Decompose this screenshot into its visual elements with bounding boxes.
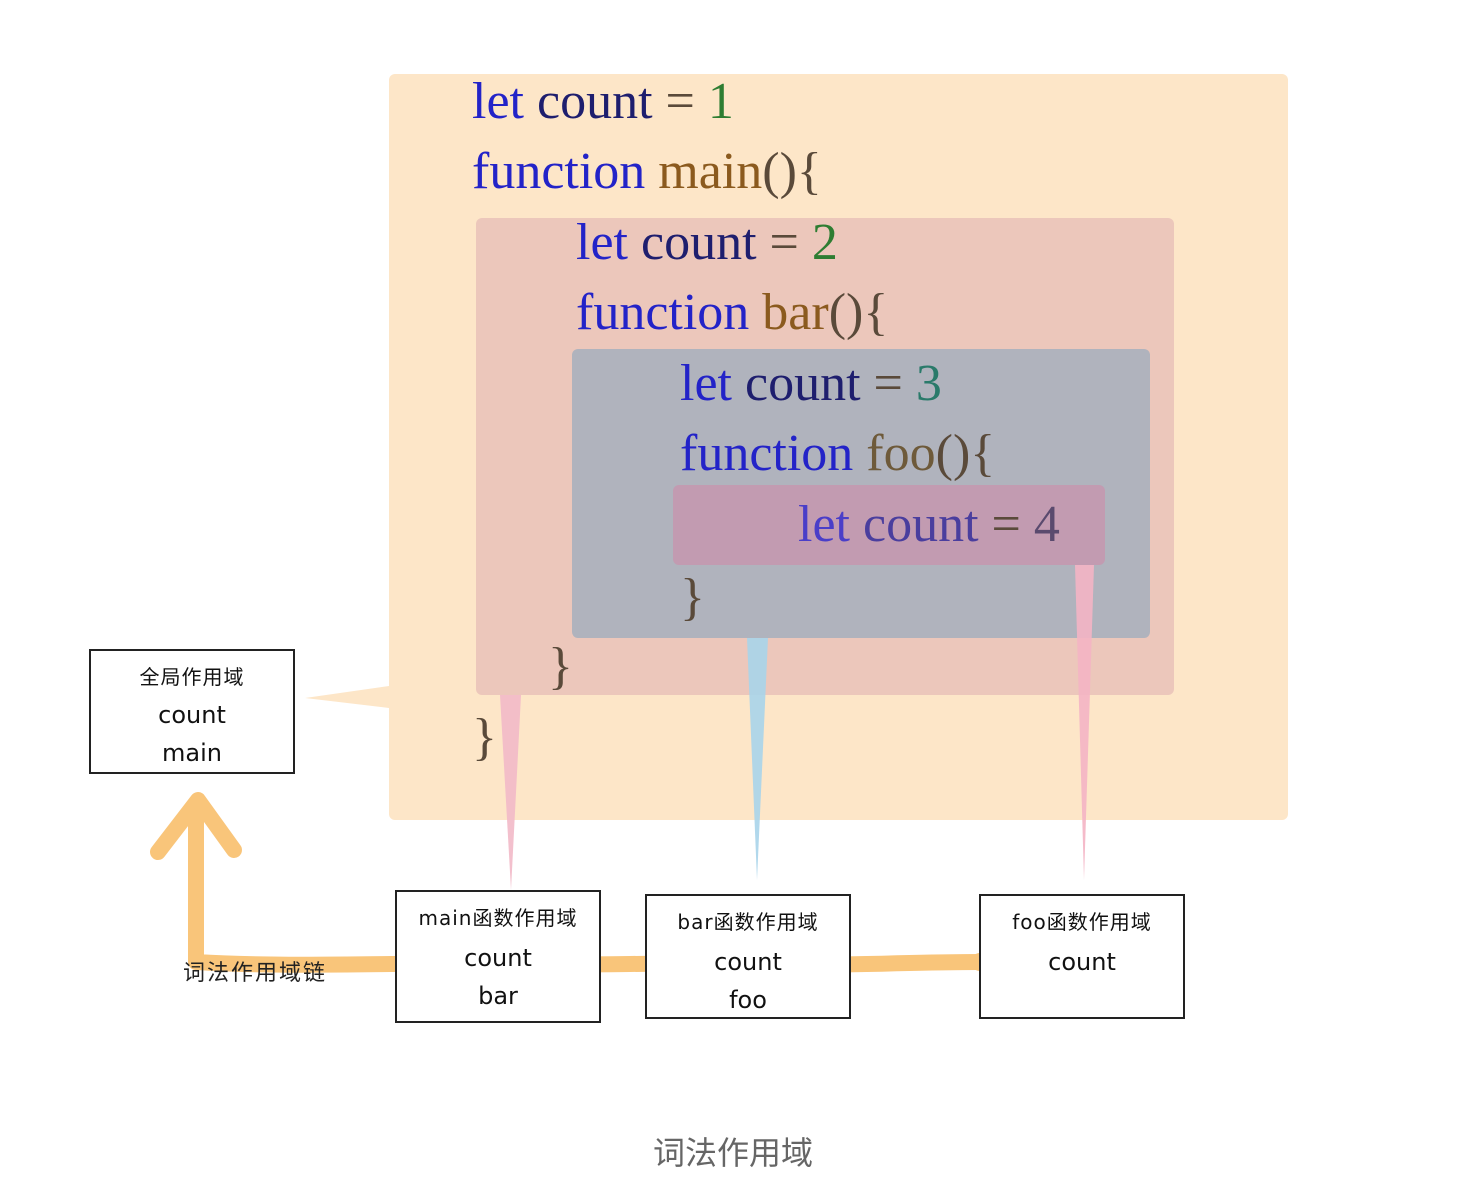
scope-chain-label: 词法作用域链: [183, 961, 328, 986]
code-close-foo: }: [680, 569, 705, 626]
code-line-4: function bar(){: [576, 284, 889, 341]
figure-caption: 词法作用域: [652, 1134, 813, 1172]
main-scope-pointer: [500, 695, 521, 890]
main-scope-var-bar: bar: [478, 982, 518, 1010]
bar-scope-pointer: [747, 638, 768, 880]
bar-scope-var-foo: foo: [729, 986, 767, 1014]
code-close-bar: }: [548, 638, 573, 695]
code-close-main: }: [472, 709, 497, 766]
code-line-2: function main(){: [472, 143, 822, 200]
code-line-1: let count = 1: [472, 73, 734, 130]
global-scope-var-count: count: [158, 701, 226, 729]
code-line-3: let count = 2: [576, 214, 838, 271]
main-scope-var-count: count: [464, 944, 532, 972]
foo-scope-pointer: [1075, 565, 1094, 880]
main-scope-box: main函数作用域 count bar: [395, 890, 601, 1023]
foo-scope-title: foo函数作用域: [1012, 910, 1152, 934]
bar-scope-title: bar函数作用域: [677, 910, 819, 934]
foo-scope-region: [673, 485, 1105, 565]
code-line-5: let count = 3: [680, 355, 942, 412]
bar-scope-var-count: count: [714, 948, 782, 976]
global-scope-box: 全局作用域 count main: [89, 649, 295, 774]
main-scope-title: main函数作用域: [418, 906, 578, 930]
bar-scope-box: bar函数作用域 count foo: [645, 894, 851, 1019]
code-line-7: let count = 4: [798, 496, 1060, 553]
foo-scope-var-count: count: [1048, 948, 1116, 976]
global-scope-title: 全局作用域: [139, 665, 245, 689]
foo-scope-box: foo函数作用域 count: [979, 894, 1185, 1019]
code-line-6: function foo(){: [680, 425, 996, 482]
scope-chain-arrowhead: [150, 792, 242, 860]
global-scope-pointer: [305, 686, 389, 708]
global-scope-var-main: main: [162, 739, 222, 767]
scope-chain-line: [188, 802, 988, 973]
